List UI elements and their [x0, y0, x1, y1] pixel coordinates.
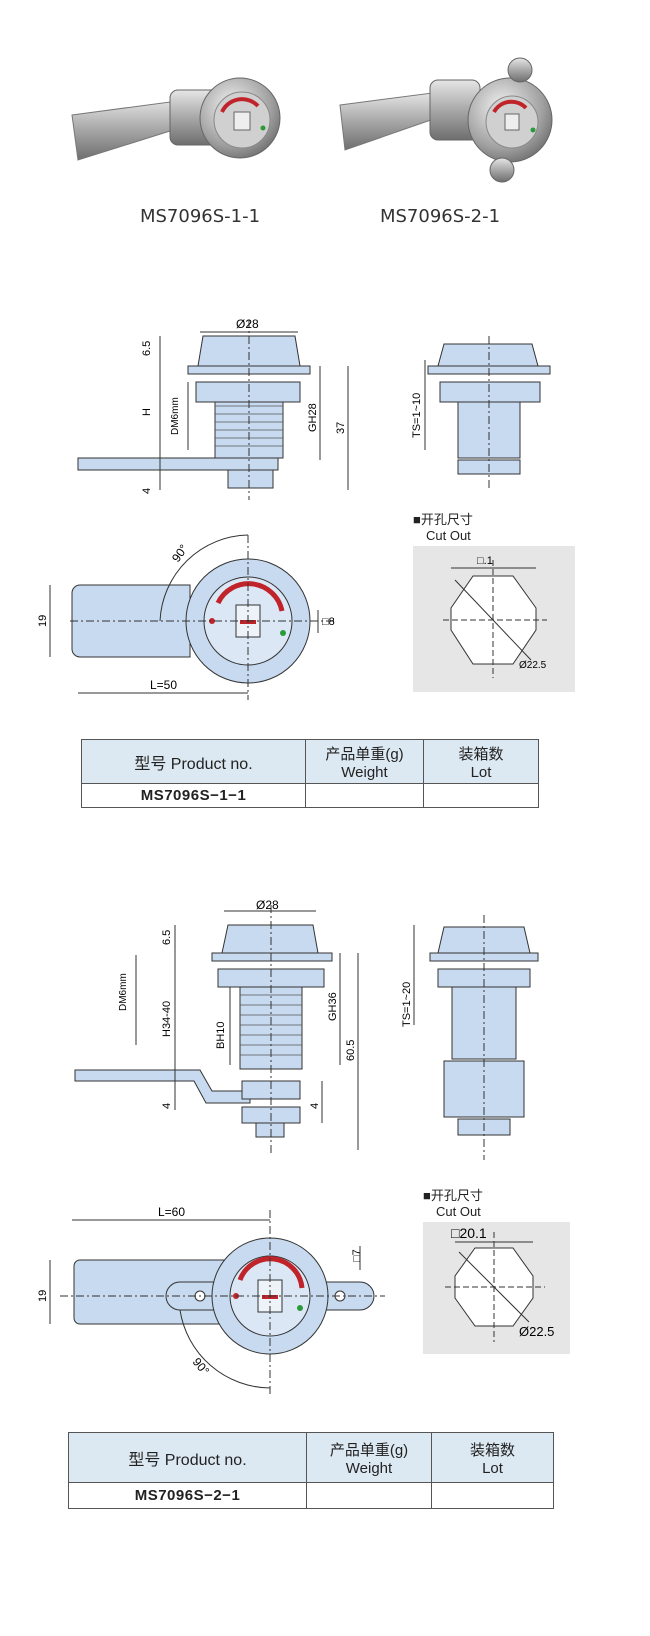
table-2-weight-en: Weight	[345, 1459, 393, 1477]
dim-top: 6.5	[141, 341, 153, 356]
drawing-1-side-view: Ø28 6.5 H DM6mm GH28 37 4 TS=1~10	[77, 317, 551, 500]
drawing-2-front-view: L=60 19 □7 90°	[37, 1205, 385, 1395]
dim2-ts: TS=1~20	[401, 982, 413, 1027]
photo-ms7096s-2-1	[339, 57, 553, 183]
table-1-model: MS7096S−1−1	[81, 783, 306, 808]
dim2-gh: GH36	[327, 992, 339, 1021]
table-1-weight-cn: 产品单重(g)	[325, 745, 404, 763]
table-2-weight-cn: 产品单重(g)	[329, 1441, 409, 1459]
caption-product-1: MS7096S-1-1	[139, 206, 261, 227]
table-1-lot-cn: 装箱数	[458, 745, 504, 763]
dim2-dm: DM6mm	[118, 973, 129, 1011]
cutout-2-square: □20.1	[451, 1225, 487, 1241]
dim2-bottom: 4	[161, 1103, 173, 1109]
dim2-top: 6.5	[161, 930, 173, 945]
dim-gh: GH28	[307, 403, 319, 432]
cutout-1-title-cn: ■开孔尺寸	[413, 512, 473, 527]
dim-square: □8	[322, 616, 335, 628]
cutout-1-title-en: Cut Out	[426, 528, 471, 543]
dim-angle: 90°	[169, 542, 191, 565]
dim-dm: DM6mm	[170, 397, 181, 435]
cutout-1-square: □.1	[477, 555, 493, 567]
dim2-square: □7	[351, 1249, 363, 1262]
dim2-bh: BH10	[215, 1021, 227, 1049]
cutout-1-diameter: Ø22.5	[519, 660, 547, 671]
table-2-weight	[306, 1482, 432, 1509]
table-2-lot	[431, 1482, 554, 1509]
photo-ms7096s-1-1	[71, 77, 281, 161]
table-2-lot-en: Lot	[482, 1459, 503, 1477]
drawing-2-side-view: Ø28 6.5 H34-40 DM6mm BH10 GH36 60.5 4 4 …	[74, 898, 539, 1160]
drawing-1-front-view: 90° 19 □8 L=50	[37, 534, 335, 700]
cutout-2-diameter: Ø22.5	[519, 1324, 554, 1339]
table-1-lot	[423, 783, 539, 808]
dim-h: H	[141, 408, 153, 416]
dim2-bottom2: 4	[309, 1103, 321, 1109]
product-photos	[71, 57, 553, 183]
dim-bottom: 4	[141, 488, 153, 494]
table-1-weight-en: Weight	[341, 763, 388, 781]
table-2-model: MS7096S−2−1	[68, 1482, 307, 1509]
table-2-lot-cn: 装箱数	[469, 1441, 515, 1459]
table-2-model-header: 型号 Product no.	[68, 1432, 307, 1483]
dim-total: 37	[335, 422, 347, 434]
cutout-2-diagram: □20.1 Ø22.5	[423, 1222, 570, 1354]
table-1-model-header: 型号 Product no.	[81, 739, 306, 784]
dim2-total: 60.5	[345, 1040, 357, 1061]
dim-diameter: Ø28	[236, 317, 259, 331]
dim-width: 19	[37, 615, 49, 627]
dim2-width: 19	[37, 1290, 49, 1302]
table-1-weight	[305, 783, 424, 808]
dim2-h: H34-40	[161, 1001, 173, 1037]
dim2-length: L=60	[158, 1205, 185, 1219]
cutout-2-title-cn: ■开孔尺寸	[423, 1188, 483, 1203]
dim2-angle: 90°	[190, 1355, 213, 1378]
dim2-diameter: Ø28	[256, 898, 279, 912]
dim-length: L=50	[150, 678, 177, 692]
table-1-lot-en: Lot	[470, 763, 492, 781]
dim-ts: TS=1~10	[411, 393, 423, 438]
cutout-2-title-en: Cut Out	[436, 1204, 481, 1219]
cutout-1-diagram: □.1 Ø22.5	[413, 546, 575, 692]
caption-product-2: MS7096S-2-1	[379, 206, 501, 227]
